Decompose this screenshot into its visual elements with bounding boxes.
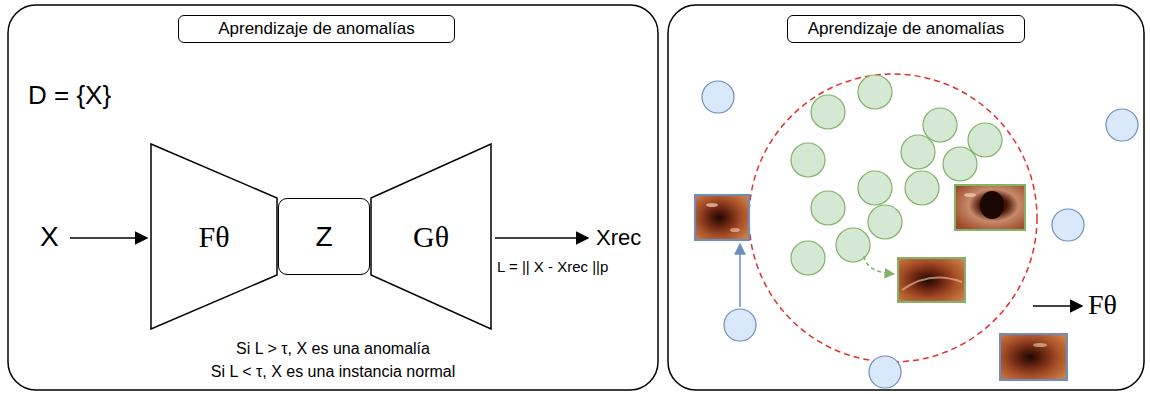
colonoscopy-image	[1000, 334, 1067, 380]
title-box: Aprendizaje de anomalías	[787, 15, 1025, 43]
input-arrow	[70, 237, 147, 239]
node-text: Aprendizaje de anomalías	[218, 19, 415, 39]
trapezoid-shape	[371, 144, 491, 329]
colonoscopy-image	[955, 185, 1025, 230]
dataset-label: D = {X}	[28, 80, 111, 111]
anomaly-arrow	[739, 244, 741, 307]
normal-boundary	[749, 74, 1037, 362]
anomaly-samples	[702, 81, 1138, 388]
trapezoid-shape	[151, 144, 277, 329]
encoder-arrow	[1033, 305, 1082, 307]
right-panel	[668, 5, 1144, 390]
node-text: Fθ	[198, 220, 229, 254]
title-box: Aprendizaje de anomalías	[178, 15, 455, 43]
node-text: Z	[315, 221, 332, 253]
normal-arrow	[864, 256, 894, 274]
normal-samples	[791, 75, 1002, 275]
encoder-label: Fθ	[1088, 289, 1117, 321]
colonoscopy-image	[695, 195, 749, 240]
output-label: Xrec	[596, 225, 641, 251]
node-text: Gθ	[413, 220, 449, 254]
colonoscopy-image	[898, 258, 965, 302]
rule-text: Si L < τ, X es una instancia normal	[113, 363, 553, 381]
loss-formula: L = || X - Xrec ||p	[497, 258, 608, 275]
node-text: Aprendizaje de anomalías	[808, 19, 1005, 39]
encoder-block: Fθ	[150, 143, 278, 330]
rule-text: Si L > τ, X es una anomalía	[113, 340, 553, 358]
decoder-block: Gθ	[370, 143, 492, 330]
left-panel	[8, 5, 658, 390]
input-label: X	[40, 221, 59, 253]
output-arrow	[495, 237, 588, 239]
latent-box: Z	[278, 198, 370, 275]
